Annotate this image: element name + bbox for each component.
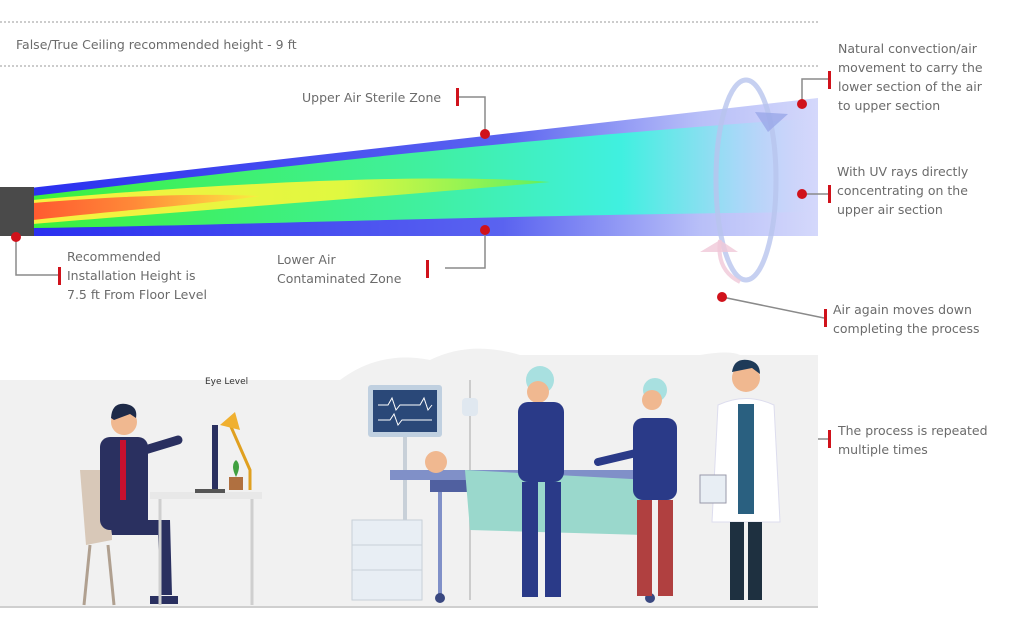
installation-height-label: Recommended Installation Height is 7.5 f… bbox=[67, 249, 207, 302]
lower-air-label: Lower Air Contaminated Zone bbox=[277, 252, 402, 286]
ceiling-height-label: False/True Ceiling recommended height - … bbox=[16, 37, 297, 52]
convection-label: Natural convection/air movement to carry… bbox=[838, 41, 983, 113]
air-down-label: Air again moves down completing the proc… bbox=[833, 302, 980, 336]
uv-rays-label: With UV rays directly concentrating on t… bbox=[837, 164, 969, 217]
airflow-loop-icon bbox=[700, 77, 788, 284]
uv-beam bbox=[30, 98, 818, 236]
process-repeated-label: The process is repeated multiple times bbox=[838, 423, 988, 457]
uv-fixture bbox=[0, 187, 34, 236]
upper-air-label: Upper Air Sterile Zone bbox=[302, 90, 442, 105]
callout-lines bbox=[15, 78, 828, 440]
office-worker-illustration bbox=[80, 403, 262, 606]
callout-markers bbox=[11, 71, 831, 448]
eye-level-label: Eye Level bbox=[205, 377, 249, 387]
hospital-illustration bbox=[351, 359, 781, 603]
